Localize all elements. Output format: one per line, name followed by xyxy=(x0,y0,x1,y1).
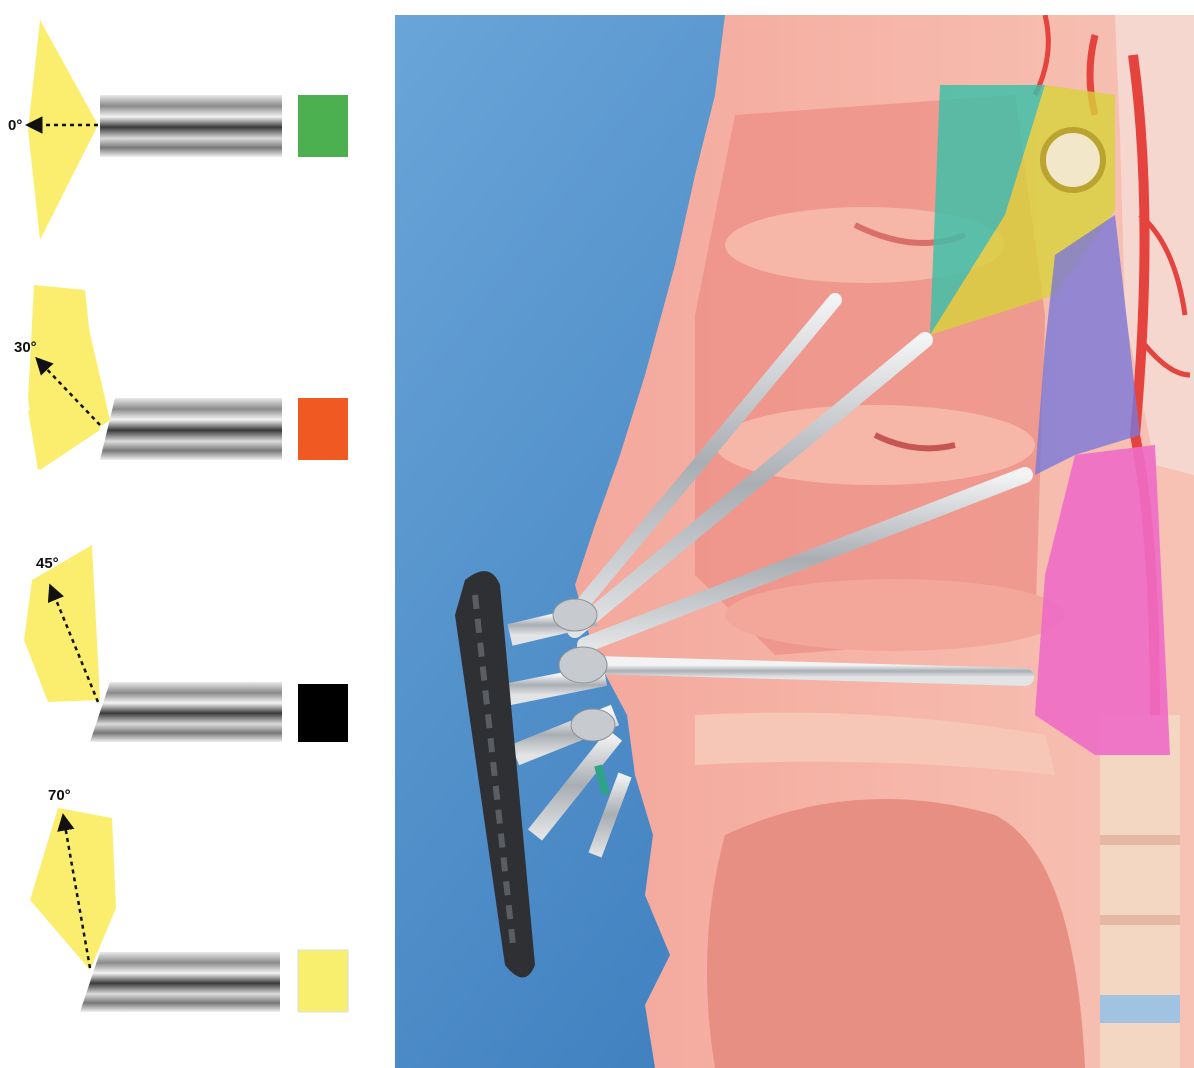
scope-tube xyxy=(100,398,282,460)
scope-coupler xyxy=(553,599,597,631)
scope-coupler xyxy=(571,709,615,741)
pituitary xyxy=(1043,130,1103,190)
color-swatch xyxy=(298,950,348,1012)
scope-coupler xyxy=(559,647,607,683)
scope-0-degree: 0° xyxy=(8,20,348,240)
scope-tube xyxy=(80,952,280,1012)
scope-tube xyxy=(100,95,282,157)
anatomy-illustration xyxy=(395,15,1194,1068)
color-swatch xyxy=(298,684,348,742)
vertebral-disc xyxy=(1100,995,1180,1023)
angle-label: 70° xyxy=(48,787,71,804)
scope-45-degree: 45° xyxy=(24,545,348,742)
scope-30-degree: 30° xyxy=(14,285,348,470)
scope-tube xyxy=(90,682,282,742)
angle-label: 0° xyxy=(8,117,22,134)
field-of-view-cone xyxy=(28,20,98,240)
color-swatch xyxy=(298,398,348,460)
field-of-view-cone xyxy=(30,808,116,970)
scope-70-degree: 70° xyxy=(30,787,348,1012)
turbinate-lower xyxy=(725,579,1065,651)
color-swatch xyxy=(298,95,348,157)
angle-label: 30° xyxy=(14,339,37,356)
endoscope-rod xyxy=(595,665,1025,677)
endoscope-angle-legend: 0° 30° 45° 70° xyxy=(0,0,390,1068)
angle-label: 45° xyxy=(36,555,59,572)
